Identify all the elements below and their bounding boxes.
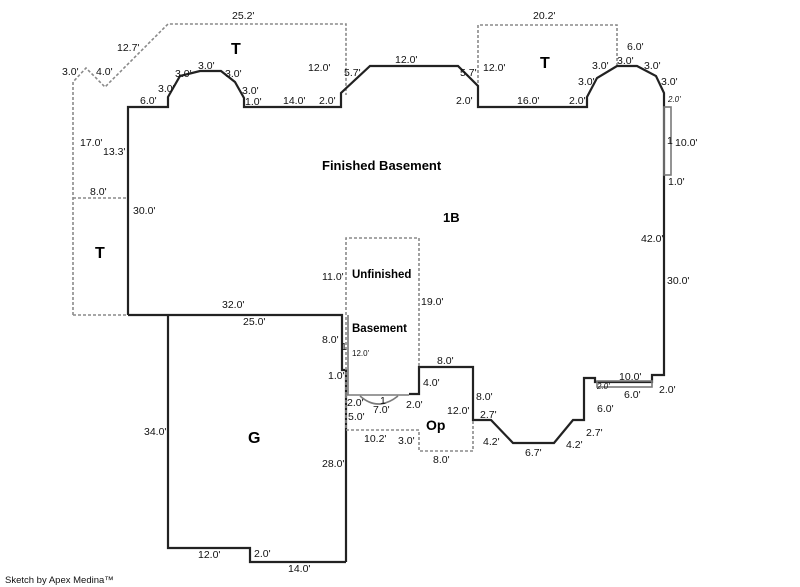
dim-label: 2.0'	[456, 95, 473, 107]
dim-label: 4.2'	[566, 439, 583, 451]
area-label-unfinished-basement: Basement	[352, 323, 407, 335]
dim-label: 1.0'	[245, 96, 262, 108]
dim-label: 3.0'	[644, 60, 661, 72]
dim-label: 30.0'	[133, 205, 155, 217]
dim-label: 2.7'	[586, 427, 603, 439]
dim-label: 1.0'	[668, 176, 685, 188]
dim-label: 3.0'	[158, 83, 175, 95]
dim-label: 16.0'	[517, 95, 539, 107]
dim-label: 20.2'	[533, 10, 555, 22]
dim-label: 6.0'	[597, 403, 614, 415]
dim-label: 34.0'	[144, 426, 166, 438]
dim-label: 3.0'	[578, 76, 595, 88]
sketch-credit: Sketch by Apex Medina™	[5, 575, 114, 586]
dim-label: 3.0'	[661, 76, 678, 88]
dim-label: 11.0'	[322, 271, 344, 283]
dim-label: 6.0'	[624, 389, 641, 401]
dim-label: 5.7'	[460, 67, 477, 79]
dim-label: 8.0'	[476, 391, 493, 403]
dim-label: 4.0'	[423, 377, 440, 389]
dim-label: 8.0'	[437, 355, 454, 367]
dim-label: 3.0'	[62, 66, 79, 78]
dim-label: 3.0'	[225, 68, 242, 80]
dim-label: 7.0'	[373, 404, 390, 416]
dim-label: 42.0'	[641, 233, 663, 245]
dim-label: 2.0'	[319, 95, 336, 107]
dim-label: 3.0'	[592, 60, 609, 72]
finished-basement-wall-left	[128, 313, 348, 562]
dim-label: 19.0'	[421, 296, 443, 308]
dim-label: 10.0'	[675, 137, 697, 149]
area-label-terrace-left: T	[95, 245, 105, 262]
dim-label: 12.0'	[447, 405, 469, 417]
dim-label: 1	[380, 395, 386, 407]
dim-label: 2.0'	[569, 95, 586, 107]
dim-label: 12.0'	[352, 349, 370, 358]
dim-label: 5.0'	[348, 411, 365, 423]
dim-label: 2.0'	[254, 548, 271, 560]
terrace-top-right-outline	[477, 24, 618, 93]
dim-label: 2.7'	[480, 409, 497, 421]
area-label-open-porch: Op	[426, 417, 445, 433]
dim-label: 3.0'	[175, 68, 192, 80]
dim-label: 6.0'	[627, 41, 644, 53]
garage-wall	[166, 315, 346, 564]
dim-label: 1	[667, 135, 673, 147]
area-label-terrace-top-left: T	[231, 41, 241, 58]
dim-label: 14.0'	[288, 563, 310, 575]
area-label-garage: G	[248, 430, 260, 447]
dim-label: 4.0'	[96, 66, 113, 78]
dim-label: 28.0'	[322, 458, 344, 470]
dim-label: 8.0'	[90, 186, 107, 198]
area-label-finished-basement: Finished Basement	[322, 158, 442, 173]
area-label-unfinished: Unfinished	[352, 269, 411, 281]
dim-label: 12.0'	[395, 54, 417, 66]
dim-label: 12.0'	[308, 62, 330, 74]
dim-label: 1	[341, 341, 347, 353]
dim-label: 10.0'	[619, 371, 641, 383]
finished-basement-wall	[126, 64, 666, 445]
dim-label: 6.7'	[525, 447, 542, 459]
area-label-terrace-top-right: T	[540, 55, 550, 72]
dim-label: 25.0'	[243, 316, 265, 328]
dim-label: 17.0'	[80, 137, 102, 149]
dim-label: 8.0'	[433, 454, 450, 466]
dim-label: 8.0'	[322, 334, 339, 346]
dim-label: 10.2'	[364, 433, 386, 445]
dim-label: 2.0'	[659, 384, 676, 396]
dim-label: 12.7'	[117, 42, 139, 54]
dim-label: 2.0'	[406, 399, 423, 411]
dim-label: 2.0'	[347, 397, 364, 409]
unfinished-basement-outline	[345, 237, 420, 395]
terrace-top-left-outline	[72, 23, 347, 315]
bottom-right-bump	[596, 380, 653, 388]
area-label-1b: 1B	[443, 210, 460, 225]
dim-label: 2.0'	[596, 382, 610, 391]
dim-label: 3.0'	[398, 435, 415, 447]
dim-label: 30.0'	[667, 275, 689, 287]
door-arc	[359, 395, 399, 405]
dim-label: 5.7'	[344, 67, 361, 79]
dim-label: 4.2'	[483, 436, 500, 448]
dim-label: 25.2'	[232, 10, 254, 22]
dim-label: 1.0'	[328, 370, 345, 382]
right-wall-bump	[663, 106, 672, 176]
dim-label: 3.0'	[617, 55, 634, 67]
dim-label: 14.0'	[283, 95, 305, 107]
dim-label: 2.0'	[667, 95, 681, 104]
dim-label: 6.0'	[140, 95, 157, 107]
dim-label: 12.0'	[198, 549, 220, 561]
dim-label: 12.0'	[483, 62, 505, 74]
dim-label: 3.0'	[242, 85, 259, 97]
dim-label: 13.3'	[103, 146, 125, 158]
dim-label: 3.0'	[198, 60, 215, 72]
dim-label: 32.0'	[222, 299, 244, 311]
